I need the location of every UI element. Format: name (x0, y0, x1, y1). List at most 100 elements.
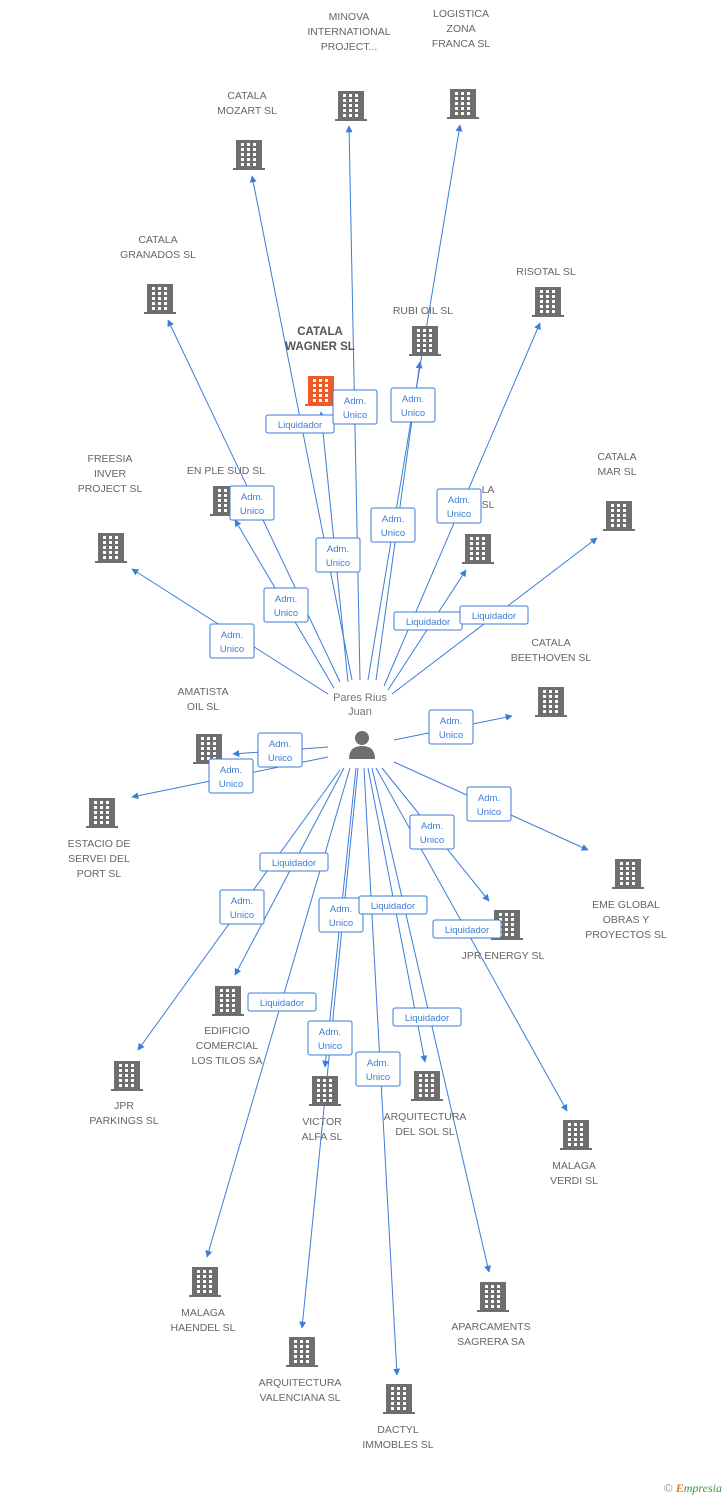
role-badge-text: Adm. (421, 821, 443, 832)
company-label-line: ALFA SL (302, 1131, 343, 1143)
person-name-line: Juan (348, 706, 372, 718)
role-badge[interactable]: Adm.Unico (307, 1020, 353, 1056)
role-badge[interactable]: Liquidador (392, 1007, 462, 1027)
role-badge-text: Adm. (330, 904, 352, 915)
role-badge[interactable]: Adm.Unico (355, 1051, 401, 1087)
role-badge-text: Unico (420, 835, 444, 846)
role-badge-text: Adm. (382, 514, 404, 525)
company-label-line: MINOVA (329, 11, 370, 23)
role-badge[interactable]: Liquidador (459, 605, 529, 625)
role-badge[interactable]: Adm.Unico (428, 709, 474, 745)
company-label-line: RISOTAL SL (516, 266, 576, 278)
company-label-line: HAENDEL SL (171, 1322, 236, 1334)
building-icon (335, 91, 367, 121)
role-badge[interactable]: Adm.Unico (208, 758, 254, 794)
company-label-line: JPR ENERGY SL (462, 950, 545, 962)
company-node-risotal[interactable]: RISOTAL SL (516, 266, 576, 317)
building-icon (447, 89, 479, 119)
role-badge-text: Adm. (327, 544, 349, 555)
building-icon (144, 284, 176, 314)
role-badge[interactable]: Liquidador (259, 852, 329, 872)
company-label-line: RUBI OIL SL (393, 305, 453, 317)
role-badge-text: Unico (329, 918, 353, 929)
role-badge-text: Unico (381, 528, 405, 539)
company-label-line: SERVEI DEL (68, 853, 130, 865)
company-label-line: INTERNATIONAL (307, 26, 390, 38)
building-icon (189, 1267, 221, 1297)
role-badge[interactable]: Liquidador (393, 611, 463, 631)
role-badge[interactable]: Adm.Unico (257, 732, 303, 768)
role-badge[interactable]: Liquidador (265, 414, 335, 434)
role-badge[interactable]: Adm.Unico (209, 623, 255, 659)
company-label-line: CATALA (227, 90, 266, 102)
role-badge[interactable]: Liquidador (247, 992, 317, 1012)
role-badge-text: Unico (477, 807, 501, 818)
role-badge[interactable]: Adm.Unico (315, 537, 361, 573)
company-label-line: MOZART SL (217, 105, 277, 117)
company-label-line: FRANCA SL (432, 38, 491, 50)
building-icon (212, 986, 244, 1016)
company-label-line: PROYECTOS SL (585, 929, 667, 941)
company-label-line: VALENCIANA SL (260, 1392, 341, 1404)
role-badge[interactable]: Adm.Unico (436, 488, 482, 524)
role-badge-text: Adm. (220, 765, 242, 776)
role-badge[interactable]: Adm.Unico (229, 485, 275, 521)
role-badge[interactable]: Adm.Unico (466, 786, 512, 822)
company-label-line: PORT SL (77, 868, 122, 880)
company-label-line: MALAGA (552, 1160, 596, 1172)
building-icon (612, 859, 644, 889)
role-badge-text: Unico (343, 410, 367, 421)
company-node-estacio[interactable]: ESTACIO DE SERVEI DEL PORT SL (68, 798, 131, 880)
role-badge[interactable]: Adm. Unico (409, 814, 455, 850)
role-badge[interactable]: Adm.Unico (219, 889, 265, 925)
company-label-line: JPR (114, 1100, 134, 1112)
company-label-line: ARQUITECTURA (384, 1111, 467, 1123)
company-node-rubioil[interactable]: RUBI OIL SL (393, 305, 453, 356)
company-label-line: ARQUITECTURA (259, 1377, 342, 1389)
company-label-line: OBRAS Y (603, 914, 650, 926)
company-node-arqval[interactable]: ARQUITECTURA VALENCIANA SL (259, 1337, 342, 1404)
company-label-line: MAR SL (597, 466, 636, 478)
role-badge[interactable]: Adm.Unico (390, 387, 436, 423)
building-icon (477, 1282, 509, 1312)
role-badge[interactable]: Liquidador (358, 895, 428, 915)
role-badge-text: Unico (318, 1041, 342, 1052)
role-badge-text: Adm. (221, 630, 243, 641)
company-label-line: MALAGA (181, 1307, 225, 1319)
company-label-line: ESTACIO DE (68, 838, 131, 850)
role-badge-text: Unico (230, 910, 254, 921)
company-label-line: VERDI SL (550, 1175, 598, 1187)
company-label-line: EN PLE SUD SL (187, 465, 265, 477)
role-badge[interactable]: Adm.Unico (332, 389, 378, 425)
company-node-mozart[interactable]: CATALA MOZART SL (217, 90, 277, 170)
role-badge[interactable]: Adm. Unico (318, 897, 364, 933)
company-node-haendel[interactable]: MALAGA HAENDEL SL (171, 1267, 236, 1334)
company-label-line: SAGRERA SA (457, 1336, 525, 1348)
company-label-line: ZONA (446, 23, 475, 35)
role-badge-text: Unico (274, 608, 298, 619)
role-badge[interactable]: Liquidador (432, 919, 502, 939)
role-badge[interactable]: Adm.Unico (263, 587, 309, 623)
building-icon (286, 1337, 318, 1367)
company-node-minova[interactable]: MINOVAINTERNATIONALPROJECT... (307, 11, 391, 121)
building-icon (111, 1061, 143, 1091)
role-badge[interactable]: Adm. Unico (370, 507, 416, 543)
company-node-malagaverdi[interactable]: MALAGA VERDI SL (550, 1120, 598, 1187)
